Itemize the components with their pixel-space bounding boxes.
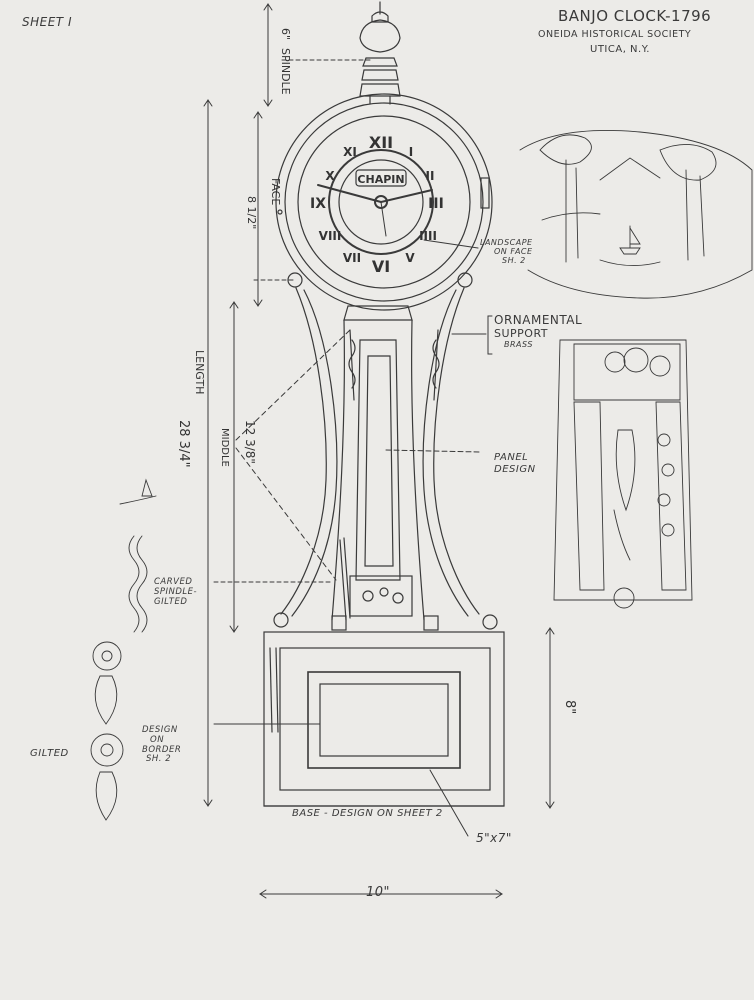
landscape-callout: LANDSCAPE ON FACE SH. 2 (480, 238, 533, 266)
length-value: 28 3/4" (176, 420, 191, 468)
clock-throat (331, 305, 440, 631)
landscape-line-3: SH. 2 (502, 256, 526, 266)
landscape-sketch (519, 130, 753, 299)
numeral-vii: VII (343, 251, 361, 265)
middle-label: MIDDLE (219, 428, 230, 467)
margin-details (90, 478, 157, 821)
clock-head (275, 93, 493, 311)
ornamental-line-2: SUPPORT (494, 326, 549, 340)
carved-line-3: GILTED (154, 596, 188, 607)
ornamental-line-1: ORNAMENTAL (494, 313, 583, 327)
numeral-x: X (325, 169, 335, 183)
finial (359, 1, 401, 105)
ornamental-callout: ORNAMENTAL SUPPORT BRASS (494, 313, 583, 350)
border-line-1: DESIGN (142, 725, 178, 735)
panel-line-2: DESIGN (494, 463, 536, 475)
clock-base (263, 631, 505, 807)
border-line-2: ON (150, 734, 165, 745)
title-place: UTICA, N.Y. (590, 44, 650, 55)
numeral-i: I (409, 145, 413, 159)
numeral-ix: IX (310, 196, 326, 212)
rotated-dimension-labels: 6" SPINDLE FACE 8 1/2" LENGTH 28 3/4" 12… (176, 28, 577, 714)
base-height: 8" (562, 700, 577, 714)
panel-size: 5"x7" (476, 831, 512, 845)
design-border-callout: DESIGN ON BORDER SH. 2 (142, 725, 182, 765)
carved-spindle-callout: CARVED SPINDLE- GILTED (154, 577, 198, 607)
dimension-lines (203, 3, 555, 899)
numeral-v: V (405, 251, 415, 265)
border-line-4: SH. 2 (146, 754, 172, 765)
numeral-vi: VI (372, 257, 390, 276)
numeral-viii: VIII (319, 229, 342, 243)
title-main: BANJO CLOCK-1796 (558, 7, 712, 25)
maker-name: CHAPIN (357, 173, 404, 186)
sheet-label: SHEET I (22, 15, 72, 29)
gilted-label: GILTED (30, 748, 69, 759)
numeral-iii: III (428, 196, 444, 212)
numeral-ii: II (426, 169, 435, 183)
title-society: ONEIDA HISTORICAL SOCIETY (538, 29, 692, 40)
clock-numerals: XII III VI IX I II IIII V VII VIII X XI … (310, 133, 444, 276)
spindle-value: 6" (279, 28, 292, 40)
face-value: 8 1/2" (245, 196, 258, 229)
face-label: FACE (269, 178, 282, 205)
spindle-label: SPINDLE (279, 48, 292, 95)
carved-line-2: SPINDLE- (154, 586, 198, 597)
landscape-line-1: LANDSCAPE (480, 238, 533, 247)
panel-design-callout: PANEL DESIGN (494, 452, 536, 475)
landscape-line-2: ON FACE (494, 247, 533, 257)
panel-design-sketch (553, 339, 693, 609)
border-line-3: BORDER (142, 744, 182, 755)
base-note: BASE - DESIGN ON SHEET 2 (292, 808, 443, 819)
middle-value: 12 3/8" (243, 420, 257, 464)
base-width: 10" (366, 885, 391, 900)
ornamental-line-3: BRASS (504, 340, 533, 350)
numeral-iiii: IIII (419, 229, 437, 243)
numeral-xi: XI (343, 145, 357, 159)
panel-line-1: PANEL (494, 452, 529, 463)
carved-line-1: CARVED (154, 577, 193, 587)
numeral-xii: XII (369, 133, 393, 152)
length-label: LENGTH (193, 350, 206, 394)
